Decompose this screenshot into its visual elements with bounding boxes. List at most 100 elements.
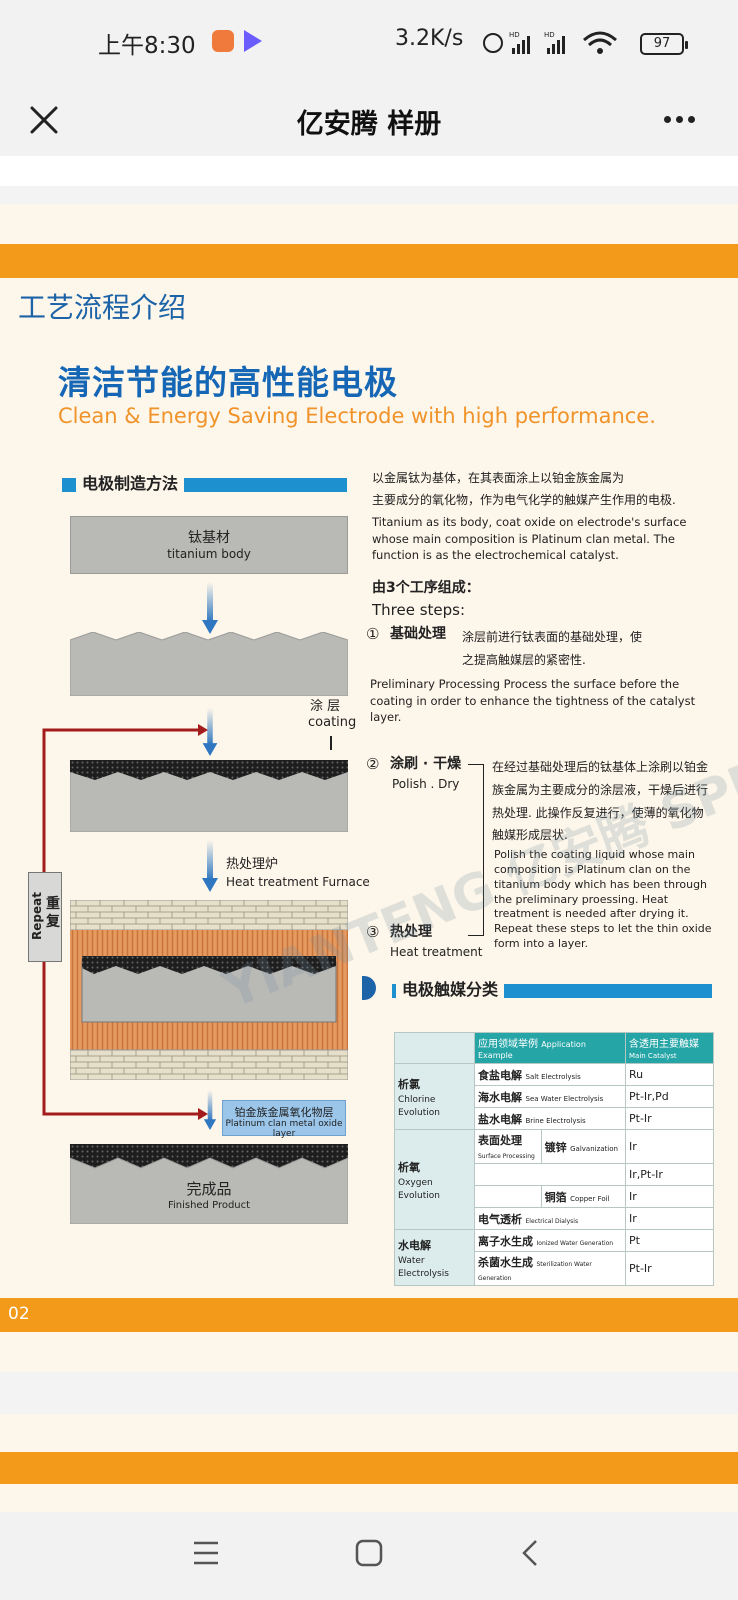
- catalyst-cell: Ir: [625, 1129, 714, 1164]
- orange-header-band: [0, 244, 738, 278]
- step3-num: ③: [366, 923, 380, 941]
- status-bar: 上午8:30 3.2K/s HD HD 97: [0, 0, 738, 84]
- header-catalyst: 含透用主要触媒 Main Catalyst: [625, 1032, 714, 1064]
- furnace-en: Heat treatment Furnace: [226, 875, 370, 889]
- method-title: 电极制造方法: [76, 470, 185, 494]
- table-row: 海水电解 Sea Water Electrolysis: [474, 1085, 626, 1108]
- close-icon[interactable]: [22, 98, 66, 142]
- step2-num: ②: [366, 755, 380, 773]
- repeat-zh: 重复: [46, 896, 60, 931]
- catalyst-cell: Ir: [625, 1185, 714, 1208]
- coating-en: coating: [308, 715, 357, 730]
- home-icon[interactable]: [355, 1539, 383, 1567]
- repeat-en: Repeat: [30, 892, 44, 940]
- top-nav-bar: 亿安腾 样册: [0, 84, 738, 156]
- menu-icon[interactable]: [192, 1540, 220, 1566]
- brochure-page: 工艺流程介绍 清洁节能的高性能电极 Clean & Energy Saving …: [0, 204, 738, 1372]
- titanium-zh: 钛基材: [188, 530, 230, 546]
- oxide-zh: 铂金族金属氧化物层: [234, 1106, 334, 1119]
- table-row: 盐水电解 Brine Electrolysis: [474, 1107, 626, 1130]
- previous-page-edge: [0, 156, 738, 186]
- repeat-box: Repeat 重复: [28, 872, 62, 962]
- step1-desc-zh: 涂层前进行钛表面的基础处理，使之提高触媒层的紧密性.: [462, 630, 643, 667]
- more-options-icon[interactable]: [664, 108, 704, 128]
- step-bracket: [468, 764, 484, 936]
- catalyst-cell: Pt-Ir: [625, 1107, 714, 1130]
- video-app-icon: [244, 30, 262, 52]
- section-title: 工艺流程介绍: [18, 291, 187, 324]
- orange-footer-band: 02: [0, 1298, 738, 1332]
- step1-num: ①: [366, 625, 380, 643]
- pretreated-block: [70, 632, 348, 696]
- steps-en: Three steps:: [372, 601, 466, 619]
- catalyst-cell: Ir: [625, 1207, 714, 1230]
- svg-text:HD: HD: [544, 31, 555, 39]
- table-row: 离子水生成 Ionized Water Generation: [474, 1229, 626, 1252]
- intro-zh-2: 主要成分的氧化物，作为电气化学的触媒产生作用的电极.: [372, 493, 676, 507]
- finished-zh: 完成品: [186, 1180, 232, 1198]
- header-application: 应用领域举例 Application Example: [474, 1032, 626, 1064]
- network-speed: 3.2K/s: [395, 26, 464, 51]
- headline-zh: 清洁节能的高性能电极: [58, 363, 398, 402]
- page-number: 02: [8, 1304, 30, 1324]
- step2-desc-en: Polish the coating liquid whose main com…: [494, 848, 712, 951]
- step2-desc-zh: 在经过基础处理后的钛基体上涂刷以铂金族金属为主要成分的涂层液，干燥后进行热处理.…: [492, 760, 709, 843]
- finished-block: [70, 1144, 348, 1224]
- intro-en: Titanium as its body, coat oxide on elec…: [372, 515, 687, 563]
- orange-header-band-next: [0, 1452, 738, 1484]
- catalyst-title-marker: [362, 976, 376, 1000]
- furnace-zh: 热处理炉: [226, 857, 279, 872]
- table-row: 杀菌水生成 Sterilization Water Generation: [474, 1251, 626, 1286]
- table-row: [474, 1163, 626, 1186]
- catalyst-cell: Pt-Ir,Pd: [625, 1085, 714, 1108]
- signal-icons: HD HD: [483, 31, 617, 54]
- document-viewer[interactable]: 工艺流程介绍 清洁节能的高性能电极 Clean & Energy Saving …: [0, 156, 738, 1512]
- steps-zh: 由3个工序组成：: [372, 580, 480, 596]
- coating-pointer: [330, 736, 332, 750]
- down-arrow-icon: [202, 582, 218, 634]
- titanium-block: 钛基材 titanium body: [70, 516, 348, 574]
- step2-zh: 涂刷 · 干燥: [390, 756, 462, 772]
- battery-indicator: 97: [640, 33, 688, 55]
- catalyst-title: 电极触媒分类: [396, 976, 505, 1000]
- table-row: [474, 1185, 542, 1208]
- back-icon[interactable]: [520, 1539, 540, 1567]
- svg-text:HD: HD: [509, 31, 520, 39]
- app-notification-icon: [212, 30, 234, 52]
- down-arrow-icon: [203, 1090, 217, 1130]
- battery-level: 97: [653, 36, 671, 51]
- catalyst-cell: Ru: [625, 1063, 714, 1086]
- status-time: 上午8:30: [98, 33, 196, 59]
- next-page: [0, 1414, 738, 1512]
- catalyst-cell: Pt: [625, 1229, 714, 1252]
- intro-zh-1: 以金属钛为基体，在其表面涂上以铂金族金属为: [372, 471, 625, 485]
- titanium-en: titanium body: [167, 547, 251, 561]
- page-title: 亿安腾 样册: [296, 109, 442, 140]
- down-arrow-icon: [202, 708, 218, 756]
- step1-en: Preliminary Processing Process the surfa…: [370, 677, 696, 725]
- table-row: 食盐电解 Salt Electrolysis: [474, 1063, 626, 1086]
- catalyst-table: 应用领域举例 Application Example 含透用主要触媒 Main …: [394, 1032, 714, 1286]
- system-nav-bar: [0, 1512, 738, 1600]
- coating-zh: 涂 层: [310, 699, 341, 714]
- step2-en-title: Polish . Dry: [392, 777, 460, 791]
- table-row: 电气透析 Electrical Dialysis: [474, 1207, 626, 1230]
- heat-furnace: [70, 900, 348, 1080]
- oxide-layer-label: 铂金族金属氧化物层 Platinum clan metal oxide laye…: [222, 1100, 346, 1139]
- oxide-en: Platinum clan metal oxide layer: [225, 1119, 343, 1139]
- table-row: 镀锌 Galvanization: [540, 1129, 627, 1164]
- catalyst-cell: Pt-Ir: [625, 1251, 714, 1286]
- finished-en: Finished Product: [167, 1200, 251, 1211]
- step1-zh: 基础处理: [390, 626, 446, 642]
- coated-block: [70, 760, 348, 832]
- down-arrow-icon: [202, 840, 218, 892]
- table-row: 铜箔 Copper Foil: [540, 1185, 627, 1208]
- catalyst-cell: Ir,Pt-Ir: [625, 1163, 714, 1186]
- step3-en: Heat treatment: [390, 945, 483, 959]
- step3-zh: 热处理: [390, 924, 432, 940]
- headline-en: Clean & Energy Saving Electrode with hig…: [58, 404, 656, 428]
